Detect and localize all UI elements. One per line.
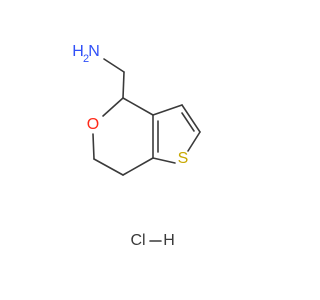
bond-o-c5 — [92, 133, 95, 160]
bond-ch2-n — [103, 58, 125, 73]
bond-c3a-c3 — [152, 104, 183, 116]
bond-c4-c3a — [122, 97, 154, 116]
amine-hydrogen-subscript: 2 — [83, 53, 89, 65]
sulfur-atom-label: S — [178, 150, 189, 167]
structure-canvas: N H 2 O S Cl H — [72, 43, 201, 250]
amine-hydrogen-label: H — [72, 43, 84, 60]
bond-c6-c7a — [122, 157, 154, 176]
bond-c4-ch2 — [122, 71, 125, 99]
nitrogen-atom-label: N — [88, 43, 100, 60]
bond-s-c7a — [152, 157, 176, 164]
bond-c3-c2-inner — [181, 112, 195, 132]
chloride-label: Cl — [130, 232, 145, 249]
bond-c4-o — [102, 97, 124, 117]
oxygen-atom-label: O — [87, 116, 99, 133]
molecule-drawing: N H 2 O S Cl H — [72, 43, 201, 249]
bond-c3-c2 — [181, 104, 201, 133]
bond-c5-c6 — [93, 158, 124, 176]
bond-c2-s — [187, 131, 201, 152]
hcl-hydrogen-label: H — [163, 232, 175, 249]
